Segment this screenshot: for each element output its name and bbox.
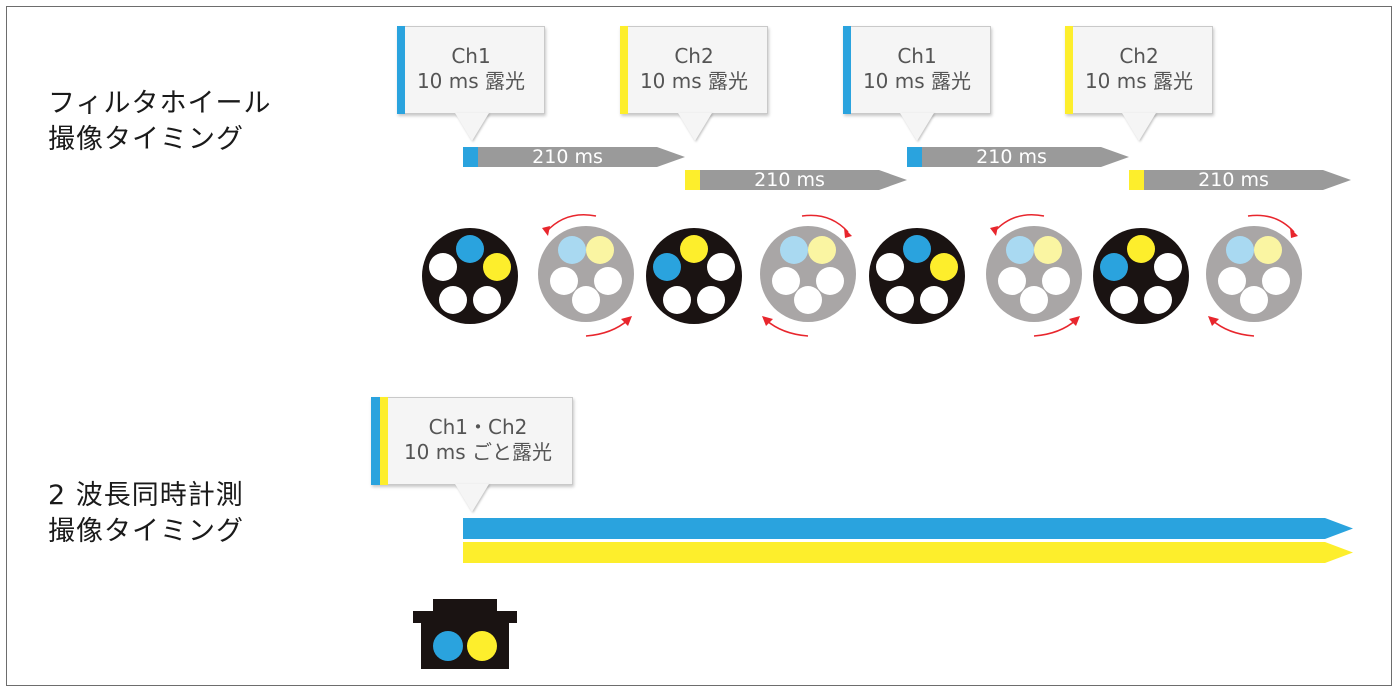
filter-wheel-rotating-ccw: [1206, 214, 1302, 337]
exposure-callout-ch2-2: Ch2 10 ms 露光: [1065, 26, 1213, 114]
exposure-callout-duration: 10 ms 露光: [416, 69, 526, 93]
interval-bar-ch2-2: 210 ms: [1129, 170, 1351, 190]
exposure-callout-channel: Ch1・Ch2: [428, 415, 528, 439]
filter-wheel-rotating-cw: [986, 214, 1082, 337]
interval-bar-ch1-2: 210 ms: [907, 147, 1129, 167]
exposure-marker: [1129, 170, 1144, 190]
filter-wheel-rotating-ccw: [760, 214, 856, 337]
dual-wavelength-title: 2 波長同時計測 撮像タイミング: [48, 478, 244, 550]
ch1-color-strip: [843, 26, 851, 114]
interval-arrow: [1144, 170, 1351, 190]
ch2-color-strip: [1065, 26, 1073, 114]
exposure-callout-channel: Ch2: [1119, 44, 1159, 68]
exposure-callout-duration: 10 ms 露光: [639, 69, 749, 93]
interval-bar-ch2-1: 210 ms: [685, 170, 907, 190]
dual-wavelength-title-line2: 撮像タイミング: [48, 516, 244, 547]
exposure-callout-ch1-2: Ch1 10 ms 露光: [843, 26, 991, 114]
interval-arrow: [700, 170, 907, 190]
callout-pointer: [900, 113, 934, 141]
filter-wheel-title-line1: フィルタホイール: [48, 88, 272, 119]
interval-label: 210 ms: [754, 169, 825, 191]
filter-wheel-ch1-active: [422, 228, 518, 324]
simultaneous-exposure-callout: Ch1・Ch2 10 ms ごと露光: [371, 397, 573, 485]
exposure-callout-duration: 10 ms ごと露光: [403, 440, 553, 464]
exposure-callout-duration: 10 ms 露光: [1084, 69, 1194, 93]
filter-wheel-rotating-cw: [538, 214, 634, 337]
exposure-callout-ch1-1: Ch1 10 ms 露光: [397, 26, 545, 114]
callout-pointer: [678, 113, 712, 141]
callout-pointer: [455, 484, 489, 512]
interval-arrow: [478, 147, 685, 167]
filter-wheel-ch2-active: [646, 228, 742, 324]
figure-frame: [6, 6, 1392, 686]
ch1-continuous-arrow: [463, 518, 1353, 539]
ch2-color-strip: [620, 26, 628, 114]
callout-pointer: [1122, 113, 1156, 141]
interval-label: 210 ms: [532, 146, 603, 168]
interval-bar-ch1-1: 210 ms: [463, 147, 685, 167]
filter-wheel-title-line2: 撮像タイミング: [48, 124, 244, 155]
exposure-marker: [907, 147, 922, 167]
interval-label: 210 ms: [976, 146, 1047, 168]
dual-wavelength-title-line1: 2 波長同時計測: [48, 480, 244, 511]
filter-wheel-title: フィルタホイール 撮像タイミング: [48, 86, 271, 158]
exposure-callout-channel: Ch1: [897, 44, 937, 68]
dual-camera-icon: [413, 599, 517, 669]
ch1-color-strip: [371, 397, 380, 485]
ch2-color-strip: [380, 397, 388, 485]
callout-pointer: [455, 113, 489, 141]
interval-arrow: [922, 147, 1129, 167]
exposure-marker: [463, 147, 478, 167]
exposure-callout-ch2-1: Ch2 10 ms 露光: [620, 26, 768, 114]
filter-wheel-ch1-active: [869, 228, 965, 324]
exposure-marker: [685, 170, 700, 190]
ch2-continuous-arrow: [463, 542, 1353, 563]
filter-wheel-ch2-active: [1093, 228, 1189, 324]
ch1-color-strip: [397, 26, 405, 114]
exposure-callout-duration: 10 ms 露光: [862, 69, 972, 93]
exposure-callout-channel: Ch2: [674, 44, 714, 68]
interval-label: 210 ms: [1198, 169, 1269, 191]
exposure-callout-channel: Ch1: [451, 44, 491, 68]
